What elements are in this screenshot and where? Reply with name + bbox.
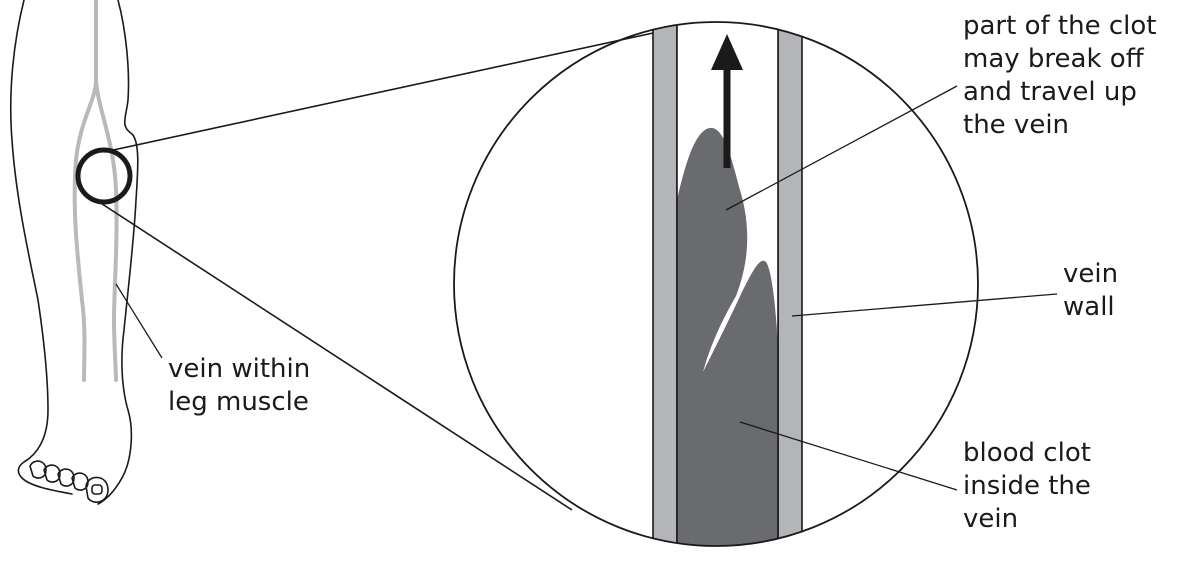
leader-lines bbox=[116, 86, 1057, 490]
leg-vein-main bbox=[75, 0, 96, 380]
label-vein-in-muscle-line-1: vein within bbox=[168, 353, 310, 386]
big-toe bbox=[86, 477, 108, 502]
vein-wall-right bbox=[778, 0, 802, 562]
label-clot-travel-line-2: may break off bbox=[963, 43, 1156, 76]
magnifier-ring bbox=[78, 150, 130, 202]
label-clot-travel-line-1: part of the clot bbox=[963, 10, 1156, 43]
label-vein-wall: vein wall bbox=[1063, 258, 1118, 324]
vein-wall-left bbox=[653, 0, 677, 562]
label-vein-in-muscle-line-2: leg muscle bbox=[168, 386, 310, 419]
zoom-line-upper bbox=[104, 28, 676, 152]
leg-outline bbox=[11, 0, 138, 504]
label-clot-travel-line-4: the vein bbox=[963, 109, 1156, 142]
label-clot-travel-line-3: and travel up bbox=[963, 76, 1156, 109]
leg-left-contour bbox=[11, 0, 72, 494]
label-blood-clot-line-1: blood clot bbox=[963, 437, 1091, 470]
label-clot-travel: part of the clot may break off and trave… bbox=[963, 10, 1156, 142]
label-blood-clot-line-2: inside the bbox=[963, 470, 1091, 503]
label-blood-clot-line-3: vein bbox=[963, 503, 1091, 536]
label-blood-clot: blood clot inside the vein bbox=[963, 437, 1091, 536]
big-toe-nail bbox=[92, 485, 102, 494]
label-vein-wall-line-2: wall bbox=[1063, 291, 1118, 324]
zoom-lines bbox=[96, 28, 676, 510]
label-vein-wall-line-1: vein bbox=[1063, 258, 1118, 291]
leg-vein-branch bbox=[96, 80, 117, 380]
leader-vein-wall bbox=[792, 294, 1057, 316]
label-vein-in-muscle: vein within leg muscle bbox=[168, 353, 310, 419]
